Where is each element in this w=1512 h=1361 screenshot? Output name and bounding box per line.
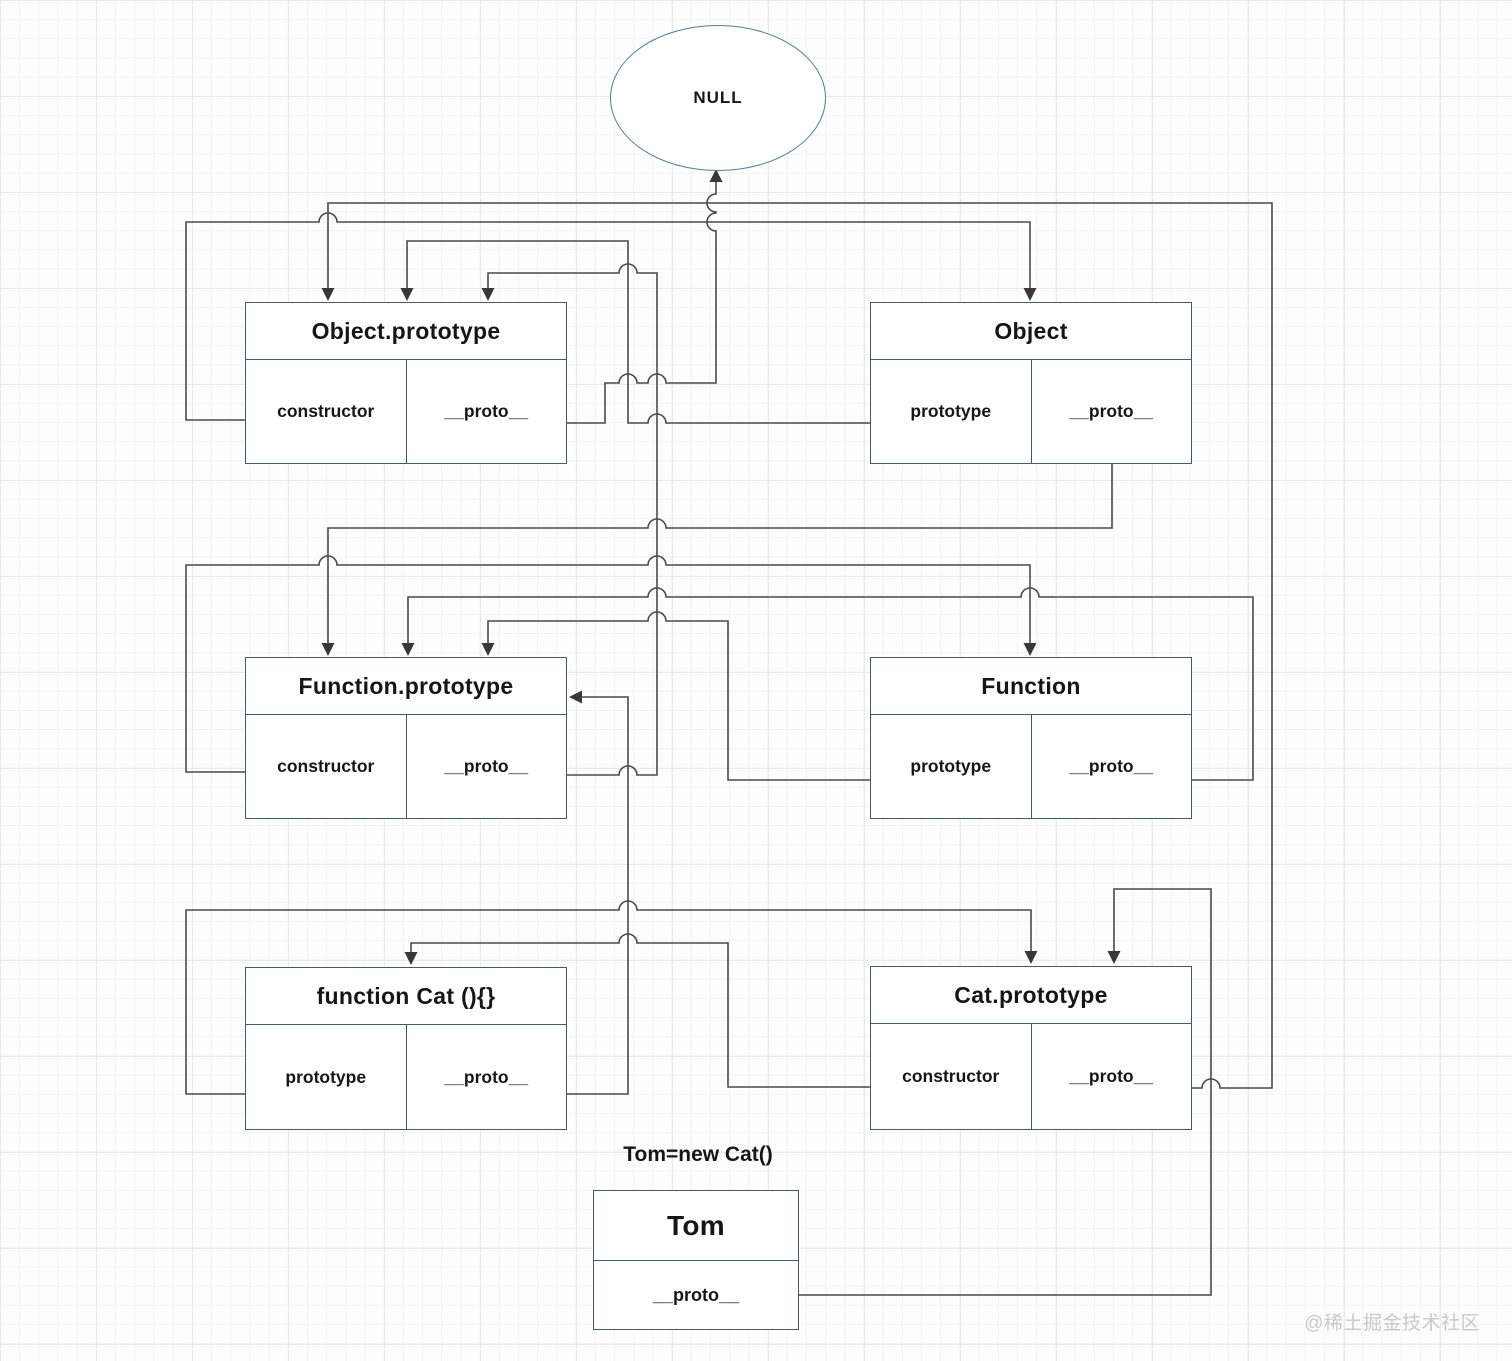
edge-catprototype-proto-to-objectprototype xyxy=(321,202,1273,1089)
node-cells: prototype __proto__ xyxy=(871,360,1191,463)
node-title: Object.prototype xyxy=(246,303,566,360)
edge-objectprototype-proto-to-null xyxy=(567,169,723,424)
node-cells: prototype __proto__ xyxy=(246,1025,566,1129)
edge-objectprototype-constructor-to-object xyxy=(185,212,1037,421)
cell-prototype: prototype xyxy=(910,756,992,776)
null-label: NULL xyxy=(693,88,743,107)
cell-proto: __proto__ xyxy=(405,1025,567,1129)
node-function-prototype: Function.prototype constructor __proto__ xyxy=(245,657,567,819)
node-cells: constructor __proto__ xyxy=(246,360,566,463)
edge-catprototype-constructor-to-functioncat xyxy=(404,933,870,1088)
arrowhead-down-icon xyxy=(401,643,415,656)
cell-proto: __proto__ xyxy=(405,715,567,818)
arrowhead-down-icon xyxy=(481,643,495,656)
node-cells: constructor __proto__ xyxy=(871,1024,1191,1129)
edge-tom-proto-to-catprototype xyxy=(799,888,1212,1296)
cell-proto: __proto__ xyxy=(1030,360,1192,463)
edge-cat-prototypecell-to-catprototype xyxy=(185,900,1038,1095)
cell-proto: __proto__ xyxy=(652,1284,740,1305)
arrowhead-down-icon xyxy=(404,952,418,965)
edge-cat-proto-to-functionprototype xyxy=(567,690,629,1095)
tom-annotation: Tom=new Cat() xyxy=(623,1143,773,1166)
edge-object-prototypecell-to-objectprototype xyxy=(400,240,870,424)
edge-functionprototype-proto-to-objectprototype xyxy=(481,263,658,776)
arrowhead-down-icon xyxy=(481,288,495,301)
node-cells: prototype __proto__ xyxy=(871,715,1191,818)
edge-functionprototype-constructor-to-function xyxy=(185,555,1037,773)
cell-constructor: constructor xyxy=(277,401,375,421)
cell-prototype: prototype xyxy=(285,1066,367,1087)
cell-constructor: constructor xyxy=(902,1066,1000,1086)
node-cat-prototype: Cat.prototype constructor __proto__ xyxy=(870,966,1192,1130)
arrowhead-down-icon xyxy=(1107,951,1121,964)
edge-function-prototypecell-to-functionprototype xyxy=(481,611,870,781)
node-tom: Tom __proto__ xyxy=(593,1190,799,1330)
node-title: Object xyxy=(871,303,1191,360)
node-cells: __proto__ xyxy=(594,1261,798,1329)
node-title: Function xyxy=(871,658,1191,715)
node-function: Function prototype __proto__ xyxy=(870,657,1192,819)
node-title: Function.prototype xyxy=(246,658,566,715)
arrowhead-down-icon xyxy=(321,643,335,656)
arrowhead-down-icon xyxy=(400,288,414,301)
node-title: Tom xyxy=(594,1191,798,1261)
null-node: NULL xyxy=(610,25,826,171)
arrowhead-down-icon xyxy=(321,288,335,301)
arrowhead-down-icon xyxy=(1024,951,1038,964)
cell-proto: __proto__ xyxy=(1030,715,1192,818)
cell-constructor: constructor xyxy=(277,756,375,776)
cell-proto: __proto__ xyxy=(1030,1024,1192,1129)
arrowhead-up-icon xyxy=(709,169,723,182)
node-function-cat: function Cat (){} prototype __proto__ xyxy=(245,967,567,1130)
node-object: Object prototype __proto__ xyxy=(870,302,1192,464)
node-title: Cat.prototype xyxy=(871,967,1191,1024)
node-object-prototype: Object.prototype constructor __proto__ xyxy=(245,302,567,464)
watermark: @稀土掘金技术社区 xyxy=(1304,1313,1480,1334)
arrowhead-down-icon xyxy=(1023,288,1037,301)
cell-proto: __proto__ xyxy=(405,360,567,463)
arrowhead-left-icon xyxy=(569,690,582,704)
node-title: function Cat (){} xyxy=(246,968,566,1025)
node-cells: constructor __proto__ xyxy=(246,715,566,818)
cell-prototype: prototype xyxy=(910,401,992,421)
edge-function-proto-to-functionprototype xyxy=(401,587,1254,781)
arrowhead-down-icon xyxy=(1023,643,1037,656)
edge-object-proto-to-functionprototype xyxy=(321,464,1113,656)
